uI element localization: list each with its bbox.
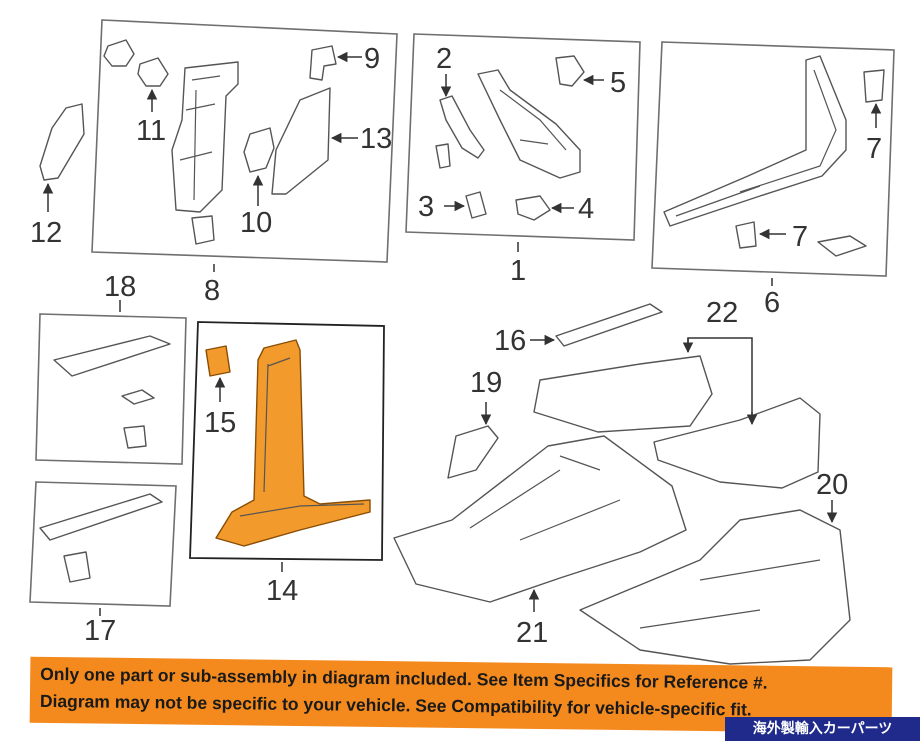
pad-part-6[interactable] xyxy=(817,235,867,257)
carpet-part-21[interactable] xyxy=(393,435,687,603)
clip-part-4[interactable] xyxy=(515,195,551,221)
panel-6 xyxy=(651,41,895,277)
clip-part-11a[interactable] xyxy=(103,39,135,67)
bolt-part-2b[interactable] xyxy=(435,143,451,169)
sill-plate-part-18[interactable] xyxy=(53,335,171,377)
callout-21[interactable]: 21 xyxy=(516,617,548,649)
pillar-trim-part-14[interactable] xyxy=(215,339,371,547)
callout-15[interactable]: 15 xyxy=(204,407,236,439)
sill-trim-part-6[interactable] xyxy=(663,55,847,227)
clip-part-18[interactable] xyxy=(123,425,147,449)
callout-1[interactable]: 1 xyxy=(510,255,526,287)
import-parts-badge: 海外製輸入カーパーツ xyxy=(725,717,920,741)
bracket-part-10[interactable] xyxy=(243,127,275,173)
callout-7-top[interactable]: 7 xyxy=(866,133,882,165)
clip-part-15[interactable] xyxy=(205,345,231,377)
callout-4[interactable]: 4 xyxy=(578,193,594,225)
clip-part-5[interactable] xyxy=(555,55,585,87)
pad-part-18[interactable] xyxy=(121,389,155,405)
hose-part-2[interactable] xyxy=(439,95,485,159)
sill-plate-part-17[interactable] xyxy=(39,493,163,541)
clip-part-7b[interactable] xyxy=(735,221,757,249)
clip-part-3[interactable] xyxy=(465,191,487,219)
panel-18 xyxy=(35,313,187,465)
callout-6[interactable]: 6 xyxy=(764,287,780,319)
callout-5[interactable]: 5 xyxy=(610,67,626,99)
callout-numbers: 9 11 13 10 12 8 2 5 3 4 1 7 7 6 18 17 15… xyxy=(30,43,882,649)
callout-11[interactable]: 11 xyxy=(136,115,166,147)
callout-14[interactable]: 14 xyxy=(266,575,298,607)
clip-part-8b[interactable] xyxy=(191,215,215,245)
callout-8[interactable]: 8 xyxy=(204,275,220,307)
panel-1 xyxy=(405,33,641,241)
panel-14-highlighted xyxy=(189,321,385,561)
pillar-trim-part-1[interactable] xyxy=(477,69,581,179)
sill-plate-part-16[interactable] xyxy=(555,303,663,347)
callout-9[interactable]: 9 xyxy=(364,43,380,75)
panel-part-13[interactable] xyxy=(271,87,331,195)
callout-19[interactable]: 19 xyxy=(470,367,502,399)
callout-22[interactable]: 22 xyxy=(706,297,738,329)
disclaimer-line-1: Only one part or sub-assembly in diagram… xyxy=(40,663,768,693)
leader-lines xyxy=(42,51,882,616)
panel-8 xyxy=(91,19,398,263)
callout-2[interactable]: 2 xyxy=(436,43,452,75)
floor-mat-part-22a[interactable] xyxy=(533,355,713,433)
callout-12[interactable]: 12 xyxy=(30,217,62,249)
callout-18[interactable]: 18 xyxy=(104,271,136,303)
carpet-part-20[interactable] xyxy=(579,509,851,665)
clip-part-11[interactable] xyxy=(137,57,169,87)
callout-16[interactable]: 16 xyxy=(494,325,526,357)
callout-10[interactable]: 10 xyxy=(240,207,272,239)
grab-handle-part-12[interactable] xyxy=(39,103,85,181)
clip-part-7a[interactable] xyxy=(863,69,885,103)
callout-7-bottom[interactable]: 7 xyxy=(792,221,808,253)
callout-20[interactable]: 20 xyxy=(816,469,848,501)
callout-17[interactable]: 17 xyxy=(84,615,116,647)
callout-13[interactable]: 13 xyxy=(360,123,392,155)
bracket-part-9[interactable] xyxy=(309,45,337,81)
floor-mat-part-22b[interactable] xyxy=(653,397,821,489)
disclaimer-line-2: Diagram may not be specific to your vehi… xyxy=(39,690,752,720)
clip-part-17[interactable] xyxy=(63,551,91,583)
callout-3[interactable]: 3 xyxy=(418,191,434,223)
panel-17 xyxy=(29,481,177,607)
bracket-part-19[interactable] xyxy=(447,425,499,479)
pillar-trim-part[interactable] xyxy=(171,61,239,213)
